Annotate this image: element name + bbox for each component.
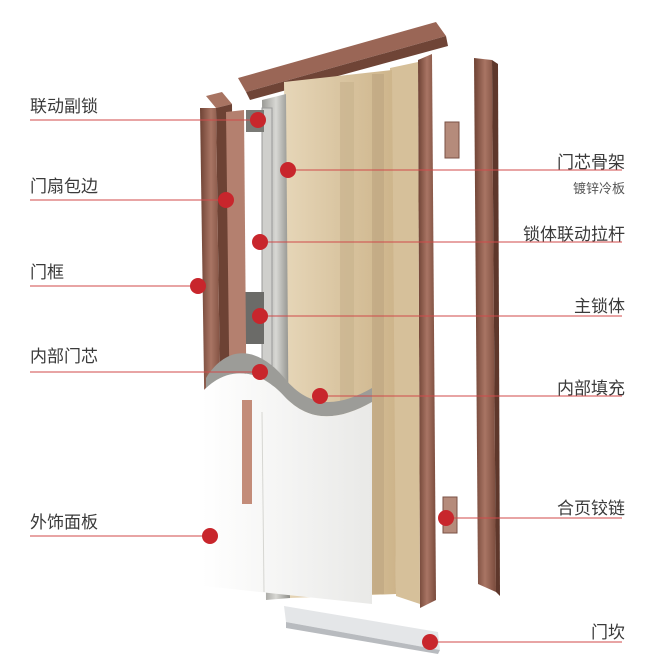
decor-panel-marker [202,528,218,544]
main-lock-marker [252,308,268,324]
core-skeleton-sublabel: 镀锌冷板 [572,182,625,197]
threshold-marker [422,634,438,650]
core-skeleton-label: 门芯骨架 [557,153,625,173]
linkage-lock-label: 联动副锁 [30,97,98,117]
lock-rod-marker [252,234,268,250]
right-frame-jamb [474,58,500,596]
inner-core-label: 内部门芯 [30,347,98,367]
threshold-bar [284,606,440,654]
inner-core-marker [252,364,268,380]
hinge-plate-top [444,121,460,159]
door-frame-label: 门框 [30,263,64,283]
main-lock-label: 主锁体 [574,297,625,317]
inner-core-wave [206,353,372,417]
core-skeleton-marker [280,162,296,178]
inner-fill-marker [312,388,328,404]
inner-fill-label: 内部填充 [557,379,625,399]
door-frame-marker [190,278,206,294]
leaf-back-edge [390,54,436,608]
hinge-marker [438,510,454,526]
lock-rod-label: 锁体联动拉杆 [523,225,625,245]
door-leaf-edge-label: 门扇包边 [30,177,98,197]
hinge-label: 合页铰链 [557,499,625,519]
threshold-label: 门坎 [591,623,625,643]
linkage-lock-marker [250,112,266,128]
door-leaf-edge-marker [218,192,234,208]
front-decor-panel [202,373,372,604]
decor-panel-label: 外饰面板 [30,513,98,533]
